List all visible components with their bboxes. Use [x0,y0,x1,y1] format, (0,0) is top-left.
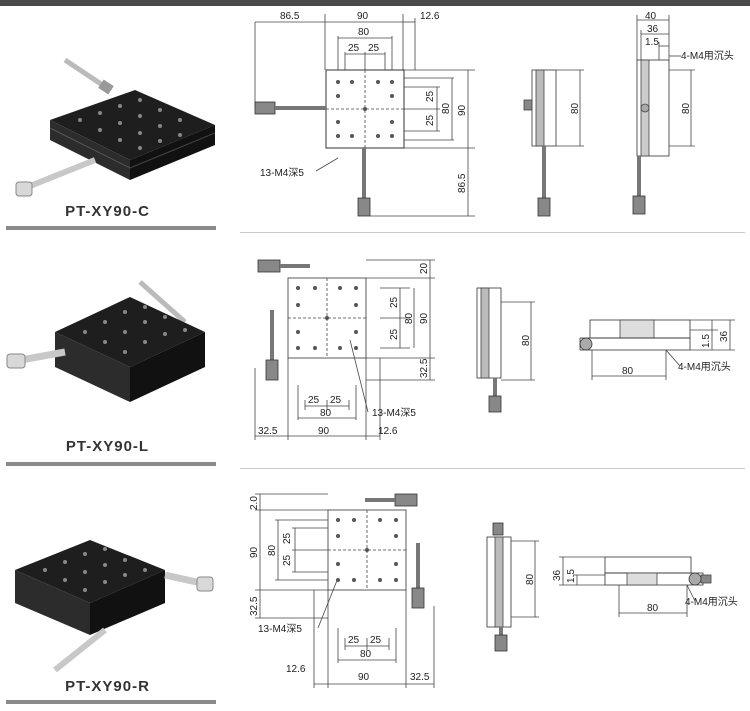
product-name-c: PT-XY90-C [65,203,150,220]
dim-r-side-80: 80 [525,573,536,585]
dim-r-end-36: 36 [552,569,563,581]
drawing-side-view-c: 80 [520,60,600,220]
dim-l-r25a: 25 [389,296,400,308]
dim-r-l25b: 25 [282,554,293,566]
dim-c-r25b: 25 [425,114,436,126]
drawing-end-view-r: 36 1.5 80 4-M4用沉头 [545,545,745,620]
stage-photo-c [10,40,216,200]
dim-r-end-1-5: 1.5 [566,569,577,583]
dim-l-b90: 90 [318,426,330,437]
dim-r-b90: 90 [358,672,370,683]
dim-r-l32-5: 32.5 [249,596,260,616]
dim-r-l20: 2.0 [249,496,260,510]
dim-l-b25b: 25 [330,395,342,406]
note-c-holes: 13-M4深5 [260,167,304,179]
dim-l-end-36: 36 [719,330,730,342]
product-name-r: PT-XY90-R [65,678,150,695]
dim-c-25a: 25 [348,43,360,54]
dim-l-b80: 80 [320,408,332,419]
dim-l-end-1-5: 1.5 [701,334,712,348]
dim-c-r90: 90 [457,104,468,116]
dim-r-b12-6: 12.6 [286,664,306,675]
dim-c-end-1-5: 1.5 [645,37,659,48]
section-underline-r [6,700,216,704]
drawing-end-view-l: 1.5 36 80 4-M4用沉头 [560,300,745,390]
top-bar [0,0,750,6]
dim-c-r80: 80 [441,102,452,114]
drawing-side-view-l: 80 [465,280,545,420]
dim-c-86-5: 86.5 [280,11,300,22]
dim-l-r25b: 25 [389,328,400,340]
stage-photo-l [5,272,215,427]
note-l-holes: 13-M4深5 [372,407,416,419]
dim-r-l80: 80 [267,544,278,556]
dim-l-r80: 80 [404,312,415,324]
drawing-side-view-r: 80 [465,515,545,655]
dim-l-end-80: 80 [622,366,634,377]
dim-c-side-80: 80 [570,102,581,114]
drawing-top-view-l: 20 25 25 80 90 32.5 25 25 80 32.5 90 12.… [240,250,440,450]
dim-c-12-6: 12.6 [420,11,440,22]
dim-r-end-80: 80 [647,603,659,614]
section-divider-1 [240,232,745,233]
drawing-end-view-c: 40 36 1.5 4-M4用沉头 80 [615,10,750,220]
dim-r-b80: 80 [360,649,372,660]
dim-c-r86-5: 86.5 [457,173,468,193]
section-underline-c [6,226,216,230]
dim-l-b12-6: 12.6 [378,426,398,437]
section-underline-l [6,462,216,466]
dim-c-r25a: 25 [425,90,436,102]
stage-photo-r [5,525,215,675]
dim-c-end-36: 36 [647,24,659,35]
dim-l-r90: 90 [419,312,430,324]
drawing-top-view-r: 2.0 90 25 25 80 32.5 13-M4深5 25 25 80 12… [240,488,440,703]
dim-r-b25a: 25 [348,635,360,646]
drawing-top-view-c: 86.5 90 12.6 80 25 25 25 25 80 90 86.5 1… [240,8,500,220]
note-r-holes: 13-M4深5 [258,623,302,635]
note-r-countersink: 4-M4用沉头 [685,595,738,608]
dim-c-end-80: 80 [681,102,692,114]
dim-l-side-80: 80 [521,334,532,346]
dim-l-b32-5: 32.5 [258,426,278,437]
product-name-l: PT-XY90-L [65,438,150,455]
dim-r-l25a: 25 [282,532,293,544]
dim-l-r20: 20 [419,262,430,274]
dim-c-end-40: 40 [645,11,657,22]
dim-l-b25a: 25 [308,395,320,406]
dim-r-l90: 90 [249,546,260,558]
dim-c-25b: 25 [368,43,380,54]
dim-r-b25b: 25 [370,635,382,646]
dim-c-80: 80 [358,27,370,38]
note-c-countersink: 4-M4用沉头 [681,49,734,62]
dim-r-b32-5: 32.5 [410,672,430,683]
note-l-countersink: 4-M4用沉头 [678,360,731,373]
dim-l-r32-5: 32.5 [419,358,430,378]
dim-c-90: 90 [357,11,369,22]
section-divider-2 [240,468,745,469]
